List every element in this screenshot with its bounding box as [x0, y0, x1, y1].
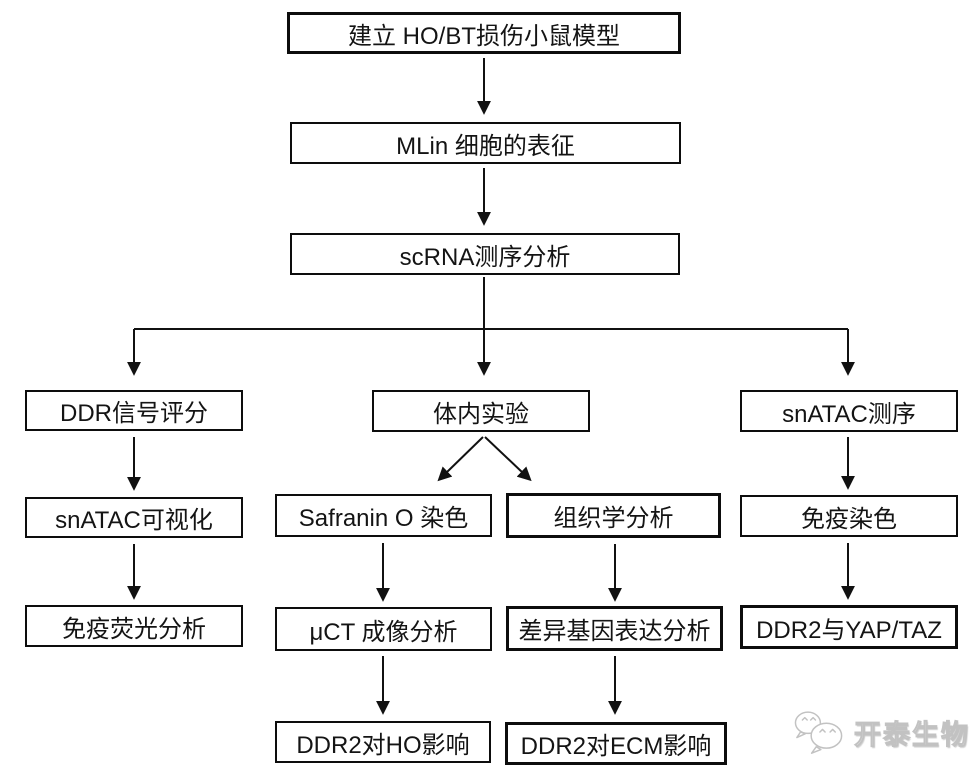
- flow-node-snatac-visualization: snATAC可视化: [25, 497, 243, 538]
- arrow-invivo-to-safranin: [437, 436, 484, 482]
- flow-node-safranin-o-staining: Safranin O 染色: [275, 494, 492, 537]
- flow-node-ddr2-yap-taz: DDR2与YAP/TAZ: [740, 605, 958, 649]
- flow-node-differential-gene-expression: 差异基因表达分析: [506, 606, 723, 651]
- flow-node-establish-mouse-model: 建立 HO/BT损伤小鼠模型: [287, 12, 681, 54]
- flow-node-scrna-analysis: scRNA测序分析: [290, 233, 680, 275]
- watermark: 开泰生物: [791, 708, 970, 756]
- flow-node-snatac-sequencing: snATAC测序: [740, 390, 958, 432]
- flow-node-immunostaining: 免疫染色: [740, 495, 958, 537]
- flow-node-histology-analysis: 组织学分析: [506, 493, 721, 538]
- flow-node-ddr2-effect-on-ho: DDR2对HO影响: [275, 721, 491, 763]
- flow-node-ddr-signal-score: DDR信号评分: [25, 390, 243, 431]
- arrow-invivo-to-histology: [484, 436, 532, 482]
- watermark-text: 开泰生物: [854, 719, 970, 750]
- flow-node-uct-imaging-analysis: μCT 成像分析: [275, 607, 492, 651]
- flow-node-in-vivo-experiment: 体内实验: [372, 390, 590, 432]
- flow-node-ddr2-effect-on-ecm: DDR2对ECM影响: [505, 722, 727, 765]
- wechat-logo-icon: [794, 711, 843, 754]
- flow-node-mlin-characterization: MLin 细胞的表征: [290, 122, 681, 164]
- flow-node-immunofluorescence-analysis: 免疫荧光分析: [25, 605, 243, 647]
